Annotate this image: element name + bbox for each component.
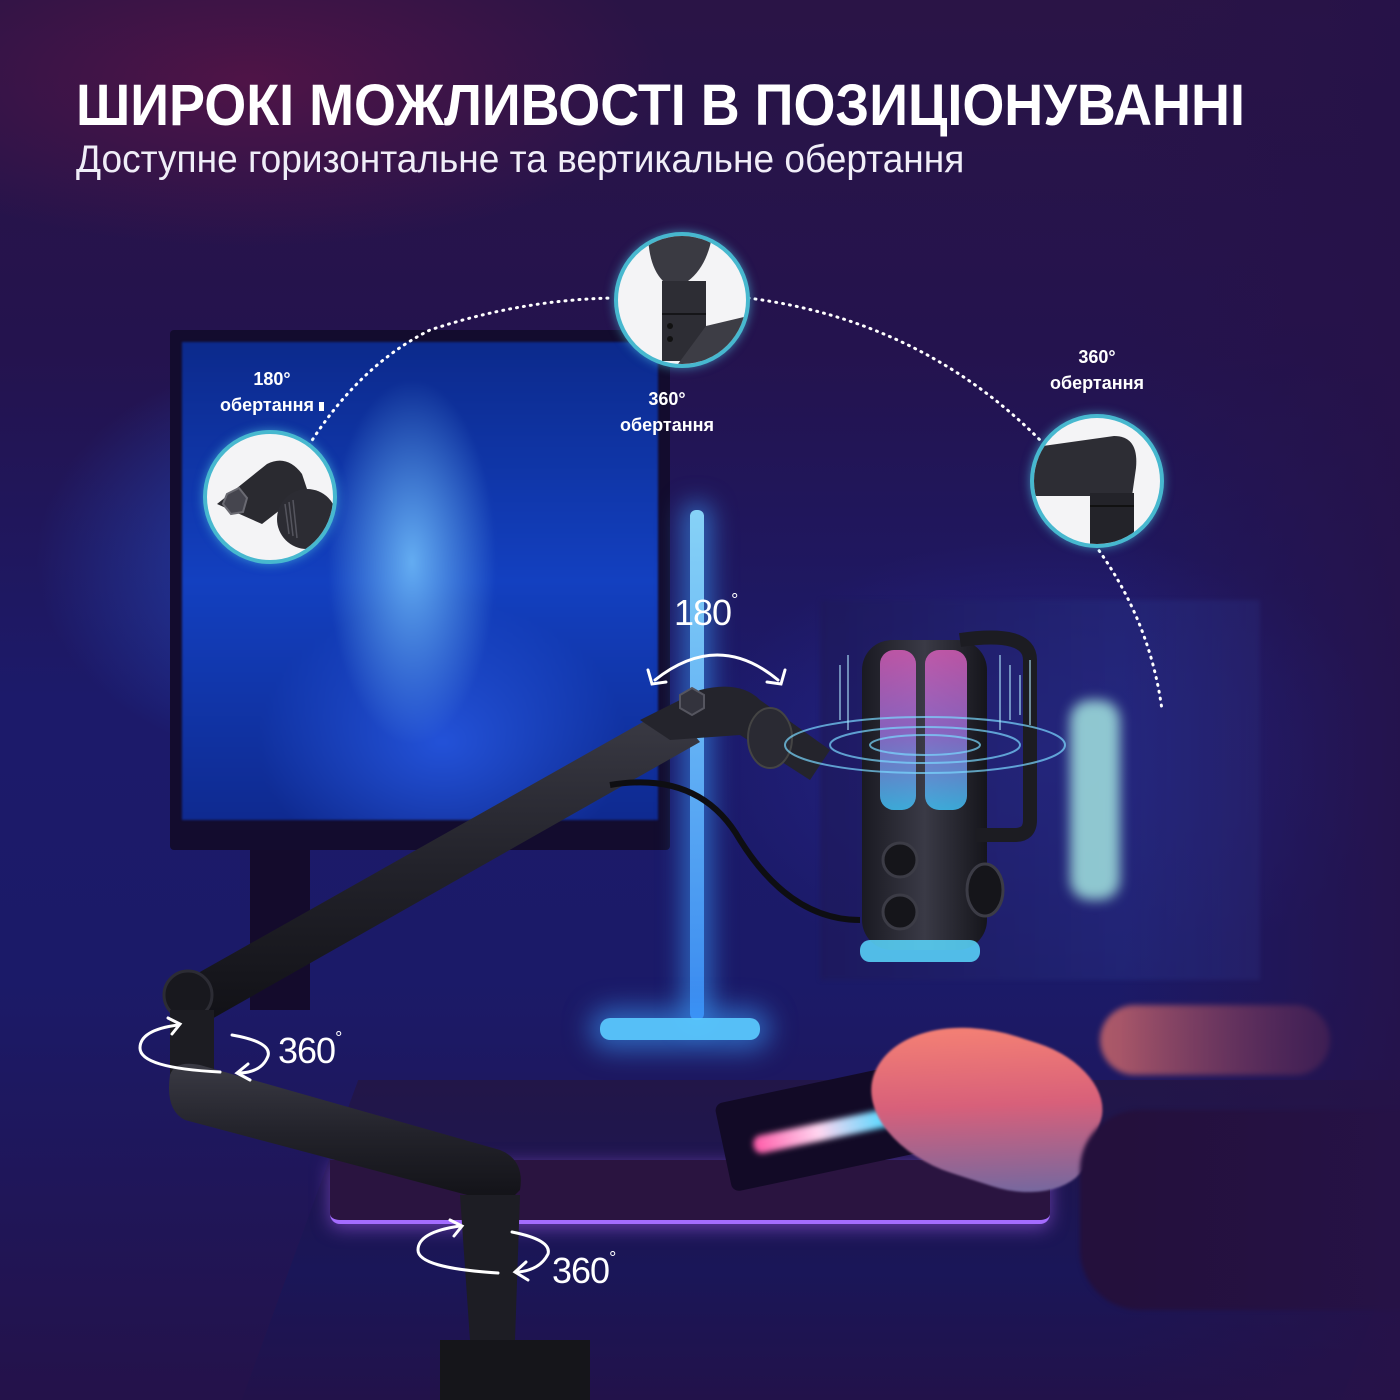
led-light-bar (690, 510, 704, 1020)
callout-left-label: 180° обертання (220, 366, 324, 418)
callout-left-mount-detail (203, 430, 337, 564)
arm-base-elbow-detail-icon (1034, 436, 1137, 544)
page-title: ШИРОКІ МОЖЛИВОСТІ В ПОЗИЦІОНУВАННІ (76, 73, 1245, 138)
page-subtitle: Доступне горизонтальне та вертикальне об… (76, 138, 965, 181)
rotation-360-elbow-label: 360° (278, 1028, 342, 1071)
double-arrow-arc-icon (646, 653, 787, 686)
callout-right-elbow-detail (1030, 414, 1164, 548)
callout-center-swivel-detail (614, 232, 750, 368)
callout-right-label: 360° обертання (1050, 347, 1144, 393)
led-light-base (600, 1018, 760, 1040)
rotate-circle-arrow-icon (416, 1218, 550, 1282)
callout-center-label: 360° обертання (620, 389, 714, 435)
rotate-circle-arrow-icon (138, 1016, 270, 1082)
rotation-180-label: 180° (674, 590, 738, 633)
arm-swivel-column-detail-icon (648, 236, 746, 364)
pc-rgb-light (1070, 700, 1120, 900)
mic-mount-joint-detail-icon (217, 460, 333, 549)
rotation-360-base-label: 360° (552, 1248, 616, 1291)
